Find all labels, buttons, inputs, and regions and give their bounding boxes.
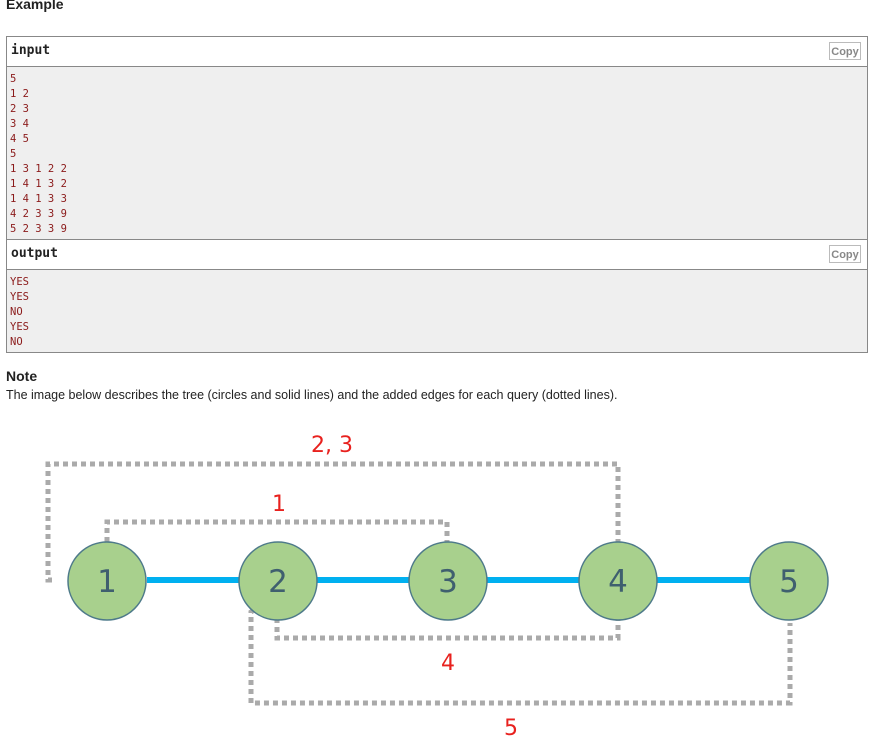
tree-node-label: 5: [779, 564, 799, 600]
query-label-1: 1: [272, 492, 286, 517]
output-line: NO: [10, 306, 23, 318]
output-header: output Copy: [7, 240, 867, 270]
tree-node-label: 1: [97, 564, 117, 600]
output-line: YES: [10, 276, 29, 288]
tree-node-5: [749, 541, 829, 621]
query-label-5: 5: [504, 716, 518, 739]
query-edge-1: [104, 519, 450, 542]
tree-node-1: [67, 541, 147, 621]
output-copy-button[interactable]: Copy: [829, 245, 861, 263]
output-line: YES: [10, 321, 29, 333]
tree-node-label: 3: [438, 564, 458, 600]
query-edge-2-3: [45, 461, 621, 583]
output-box: output Copy YES YES NO YES NO: [6, 239, 868, 353]
tree-node-4: [578, 541, 658, 621]
query-edge-4: [274, 618, 621, 641]
input-box: input Copy 5 1 2 2 3 3 4 4 5 5 1 3 1 2 2…: [6, 36, 868, 240]
tree-node-3: [408, 541, 488, 621]
input-line: 2 3: [10, 103, 29, 115]
input-line: 5: [10, 148, 17, 160]
input-line: 1 2: [10, 88, 29, 100]
input-line: 3 4: [10, 118, 29, 130]
input-line: 4 5: [10, 133, 29, 145]
output-line: YES: [10, 291, 29, 303]
query-label-4: 4: [441, 651, 455, 676]
input-line: 4 2 3 3 9: [10, 208, 67, 220]
input-content: 5 1 2 2 3 3 4 4 5 5 1 3 1 2 2 1 4 1 3 2 …: [7, 67, 867, 239]
input-line: 1 4 1 3 2: [10, 178, 67, 190]
note-title: Note: [6, 368, 38, 384]
output-content: YES YES NO YES NO: [7, 270, 867, 352]
tree-node-2: [238, 541, 318, 621]
tree-node-label: 2: [268, 564, 288, 600]
query-edge-5: [248, 602, 793, 706]
input-header: input Copy: [7, 37, 867, 67]
input-label: input: [11, 43, 51, 58]
tree-node-label: 4: [608, 564, 628, 600]
example-title: Example: [6, 0, 64, 12]
input-line: 5: [10, 73, 17, 85]
input-copy-button[interactable]: Copy: [829, 42, 861, 60]
input-line: 5 2 3 3 9: [10, 223, 67, 235]
output-label: output: [11, 246, 58, 261]
query-label-2-3: 2, 3: [311, 433, 353, 458]
input-line: 1 3 1 2 2: [10, 163, 67, 175]
note-text: The image below describes the tree (circ…: [6, 388, 618, 402]
output-line: NO: [10, 336, 23, 348]
input-line: 1 4 1 3 3: [10, 193, 67, 205]
